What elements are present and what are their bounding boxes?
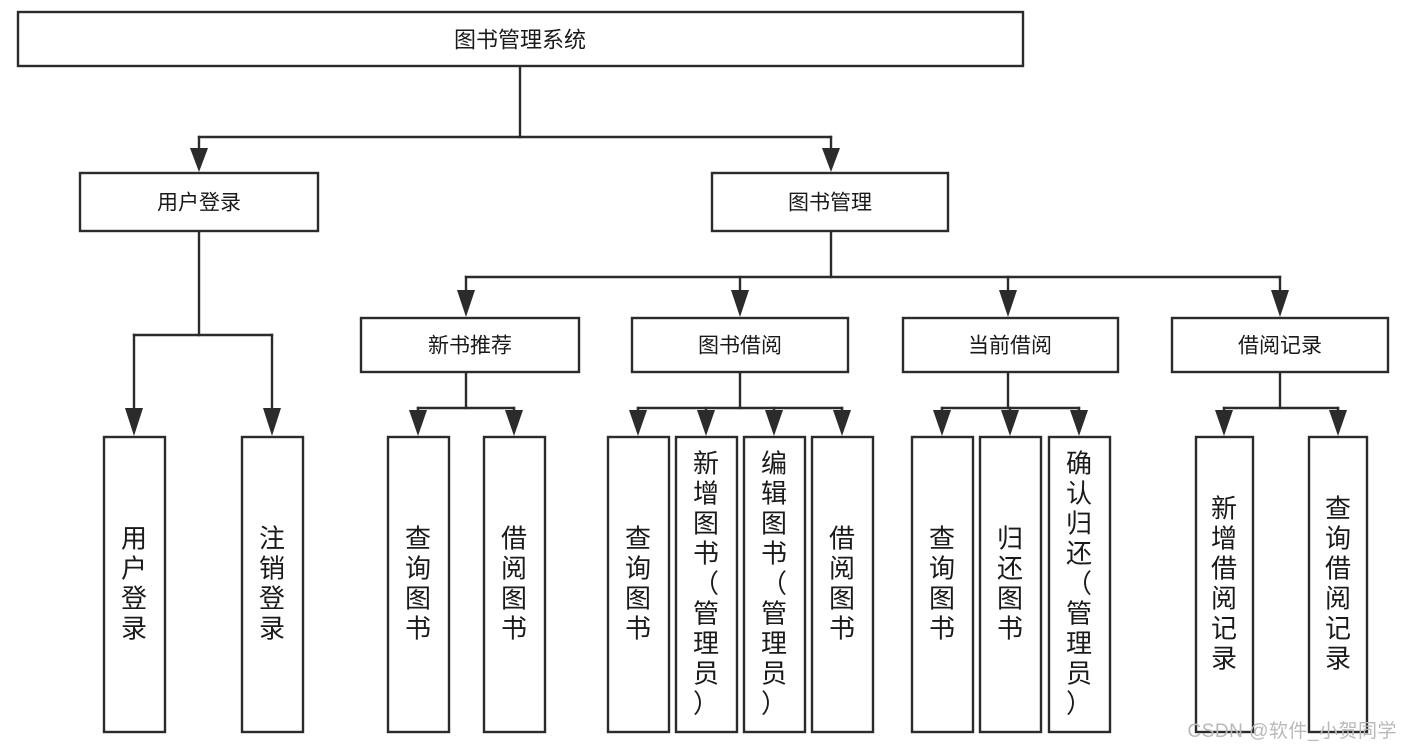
connector-group-current-borrow <box>933 370 1088 436</box>
node-leaf-confirm-return-box <box>1047 435 1112 734</box>
arrowhead-leaf-query-record <box>1329 410 1347 436</box>
node-leaf-logout-login[interactable]: 注销登录 <box>240 435 305 734</box>
node-leaf-query-book-1[interactable]: 查询图书 <box>386 435 451 734</box>
node-leaf-return-book[interactable]: 归还图书 <box>978 435 1043 734</box>
connector-group-user-login <box>125 229 281 436</box>
node-leaf-confirm-return-label: 确认归还（管理员） <box>1066 448 1092 718</box>
node-leaf-add-book[interactable]: 新增图书（管理员） <box>674 435 739 734</box>
node-root-box <box>16 10 1025 68</box>
node-book-borrow[interactable]: 图书借阅 <box>630 316 850 374</box>
arrowhead-leaf-logout-login <box>263 408 281 436</box>
node-user-login[interactable]: 用户登录 <box>78 171 320 233</box>
node-current-borrow-label: 当前借阅 <box>968 335 1052 358</box>
node-user-login-box <box>78 171 320 233</box>
node-leaf-logout-login-label: 注销登录 <box>259 523 285 643</box>
connector-group-book-manage <box>457 229 1289 317</box>
arrowhead-new-book-recommend <box>457 290 475 317</box>
node-book-manage-box <box>710 171 950 233</box>
arrowhead-leaf-borrow-book-1 <box>505 410 523 436</box>
node-leaf-user-login-label: 用户登录 <box>121 523 147 643</box>
node-current-borrow[interactable]: 当前借阅 <box>901 316 1120 374</box>
node-leaf-query-book-3-label: 查询图书 <box>929 523 955 643</box>
node-root-label: 图书管理系统 <box>454 28 586 53</box>
node-leaf-borrow-book-1-label: 借阅图书 <box>501 523 527 643</box>
arrowhead-leaf-query-book-3 <box>933 410 951 436</box>
arrowhead-borrow-record <box>1271 290 1289 317</box>
node-leaf-query-record[interactable]: 查询借阅记录 <box>1307 435 1369 734</box>
node-leaf-query-record-box <box>1307 435 1369 734</box>
node-leaf-borrow-book-1-box <box>482 435 547 734</box>
node-leaf-query-record-label: 查询借阅记录 <box>1325 493 1351 673</box>
node-borrow-record-box <box>1170 316 1390 374</box>
node-leaf-query-book-2-box <box>606 435 671 734</box>
arrowhead-current-borrow <box>999 290 1017 317</box>
node-leaf-query-book-1-label: 查询图书 <box>405 523 431 643</box>
node-leaf-user-login-box <box>102 435 167 734</box>
node-new-book-recommend[interactable]: 新书推荐 <box>359 316 581 374</box>
node-book-manage-label: 图书管理 <box>788 192 872 215</box>
arrowhead-leaf-query-book-1 <box>409 410 427 436</box>
connector-group-book-borrow <box>629 370 851 436</box>
arrowhead-user-login <box>190 148 208 172</box>
node-book-manage[interactable]: 图书管理 <box>710 171 950 233</box>
arrowhead-leaf-add-record <box>1215 410 1233 436</box>
arrowhead-leaf-borrow-book-2 <box>833 410 851 436</box>
arrowhead-leaf-confirm-return <box>1070 410 1088 436</box>
node-leaf-return-book-box <box>978 435 1043 734</box>
node-borrow-record[interactable]: 借阅记录 <box>1170 316 1390 374</box>
arrowhead-leaf-edit-book <box>765 410 783 436</box>
node-borrow-record-label: 借阅记录 <box>1238 335 1322 358</box>
node-leaf-logout-login-box <box>240 435 305 734</box>
arrowhead-book-borrow <box>731 290 749 317</box>
connector-group-root <box>190 64 840 172</box>
node-new-book-recommend-label: 新书推荐 <box>428 335 512 358</box>
node-leaf-add-book-box <box>674 435 739 734</box>
node-leaf-return-book-label: 归还图书 <box>997 523 1023 643</box>
arrowhead-leaf-return-book <box>1001 410 1019 436</box>
node-current-borrow-box <box>901 316 1120 374</box>
node-new-book-recommend-box <box>359 316 581 374</box>
node-leaf-query-book-3[interactable]: 查询图书 <box>910 435 975 734</box>
node-leaf-user-login[interactable]: 用户登录 <box>102 435 167 734</box>
node-leaf-borrow-book-2-box <box>810 435 875 734</box>
node-leaf-confirm-return[interactable]: 确认归还（管理员） <box>1047 435 1112 734</box>
arrowhead-leaf-query-book-2 <box>629 410 647 436</box>
node-leaf-borrow-book-1[interactable]: 借阅图书 <box>482 435 547 734</box>
node-book-borrow-box <box>630 316 850 374</box>
node-leaf-add-book-label: 新增图书（管理员） <box>693 448 719 718</box>
node-user-login-label: 用户登录 <box>157 192 241 215</box>
node-leaf-borrow-book-2[interactable]: 借阅图书 <box>810 435 875 734</box>
node-leaf-query-book-2-label: 查询图书 <box>625 523 651 643</box>
node-leaf-add-record-label: 新增借阅记录 <box>1211 493 1237 673</box>
connector-group-new-book-recommend <box>409 370 523 436</box>
node-leaf-borrow-book-2-label: 借阅图书 <box>829 523 855 643</box>
node-book-borrow-label: 图书借阅 <box>698 335 782 358</box>
node-leaf-edit-book[interactable]: 编辑图书（管理员） <box>742 435 807 734</box>
node-root[interactable]: 图书管理系统 <box>16 10 1025 68</box>
arrowhead-leaf-add-book <box>697 410 715 436</box>
node-leaf-add-record-box <box>1194 435 1255 734</box>
node-leaf-query-book-1-box <box>386 435 451 734</box>
node-leaf-query-book-3-box <box>910 435 975 734</box>
connector-group-borrow-record <box>1215 370 1347 436</box>
node-leaf-query-book-2[interactable]: 查询图书 <box>606 435 671 734</box>
node-leaf-edit-book-box <box>742 435 807 734</box>
arrowhead-book-manage <box>822 148 840 172</box>
arrowhead-leaf-user-login <box>125 408 143 436</box>
node-leaf-add-record[interactable]: 新增借阅记录 <box>1194 435 1255 734</box>
node-leaf-edit-book-label: 编辑图书（管理员） <box>761 448 787 718</box>
